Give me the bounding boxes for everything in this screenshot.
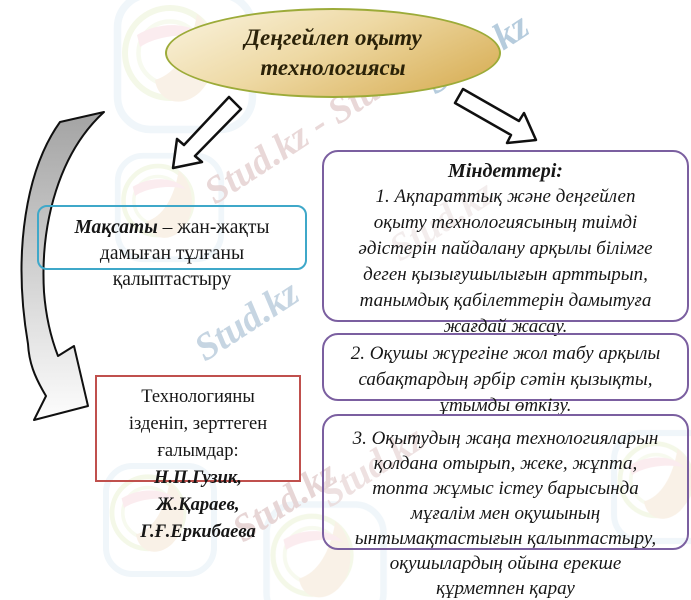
scholars-text: Технологияны ізденіп, зерттеген ғалымдар… <box>87 384 309 546</box>
goal-after-label: – жан-жақты <box>157 217 270 238</box>
goal-label: Мақсаты <box>74 217 158 238</box>
task-item-1: 1. Ақпараттық және деңгейлеп оқыту техно… <box>358 186 653 337</box>
scholar-name: Н.П.Гузик, <box>154 468 242 488</box>
tasks-box-2: 2. Оқушы жүрегіне жол табу арқылы сабақт… <box>322 333 689 416</box>
task-text-2: 2. Оқушы жүрегіне жол табу арқылы сабақт… <box>325 341 686 419</box>
scholar-name: Г.Ғ.Еркибаева <box>140 522 256 542</box>
goal-box: Мақсаты – жан-жақты дамыған тұлғаны қалы… <box>37 205 307 290</box>
page-title: Деңгейлеп оқыту технологиясы <box>244 25 422 80</box>
task-item-2: 2. Оқушы жүрегіне жол табу арқылы сабақт… <box>350 343 661 416</box>
down-right-arrow-icon <box>453 87 538 145</box>
down-left-arrow-icon <box>171 95 243 170</box>
tasks-heading: Міндеттері: <box>448 160 563 182</box>
task-text-1: Міндеттері: 1. Ақпараттық және деңгейлеп… <box>325 158 686 340</box>
task-text-3: 3. Оқытудың жаңа технологияларын қолдана… <box>325 426 686 600</box>
goal-rest: дамыған тұлғаны қалыптастыру <box>99 243 245 290</box>
tasks-box-3: 3. Оқытудың жаңа технологияларын қолдана… <box>322 414 689 599</box>
scholar-name: Ж.Қараев, <box>156 495 240 515</box>
scholars-intro: Технологияны ізденіп, зерттеген ғалымдар… <box>128 387 268 461</box>
curved-arrow-icon <box>20 111 105 421</box>
goal-text: Мақсаты – жан-жақты дамыған тұлғаны қалы… <box>52 215 292 293</box>
title-ellipse: Деңгейлеп оқыту технологиясы <box>165 8 501 98</box>
scholars-box: Технологияны ізденіп, зерттеген ғалымдар… <box>95 375 301 542</box>
task-item-3: 3. Оқытудың жаңа технологияларын қолдана… <box>352 428 659 599</box>
tasks-box-1: Міндеттері: 1. Ақпараттық және деңгейлеп… <box>322 150 689 337</box>
